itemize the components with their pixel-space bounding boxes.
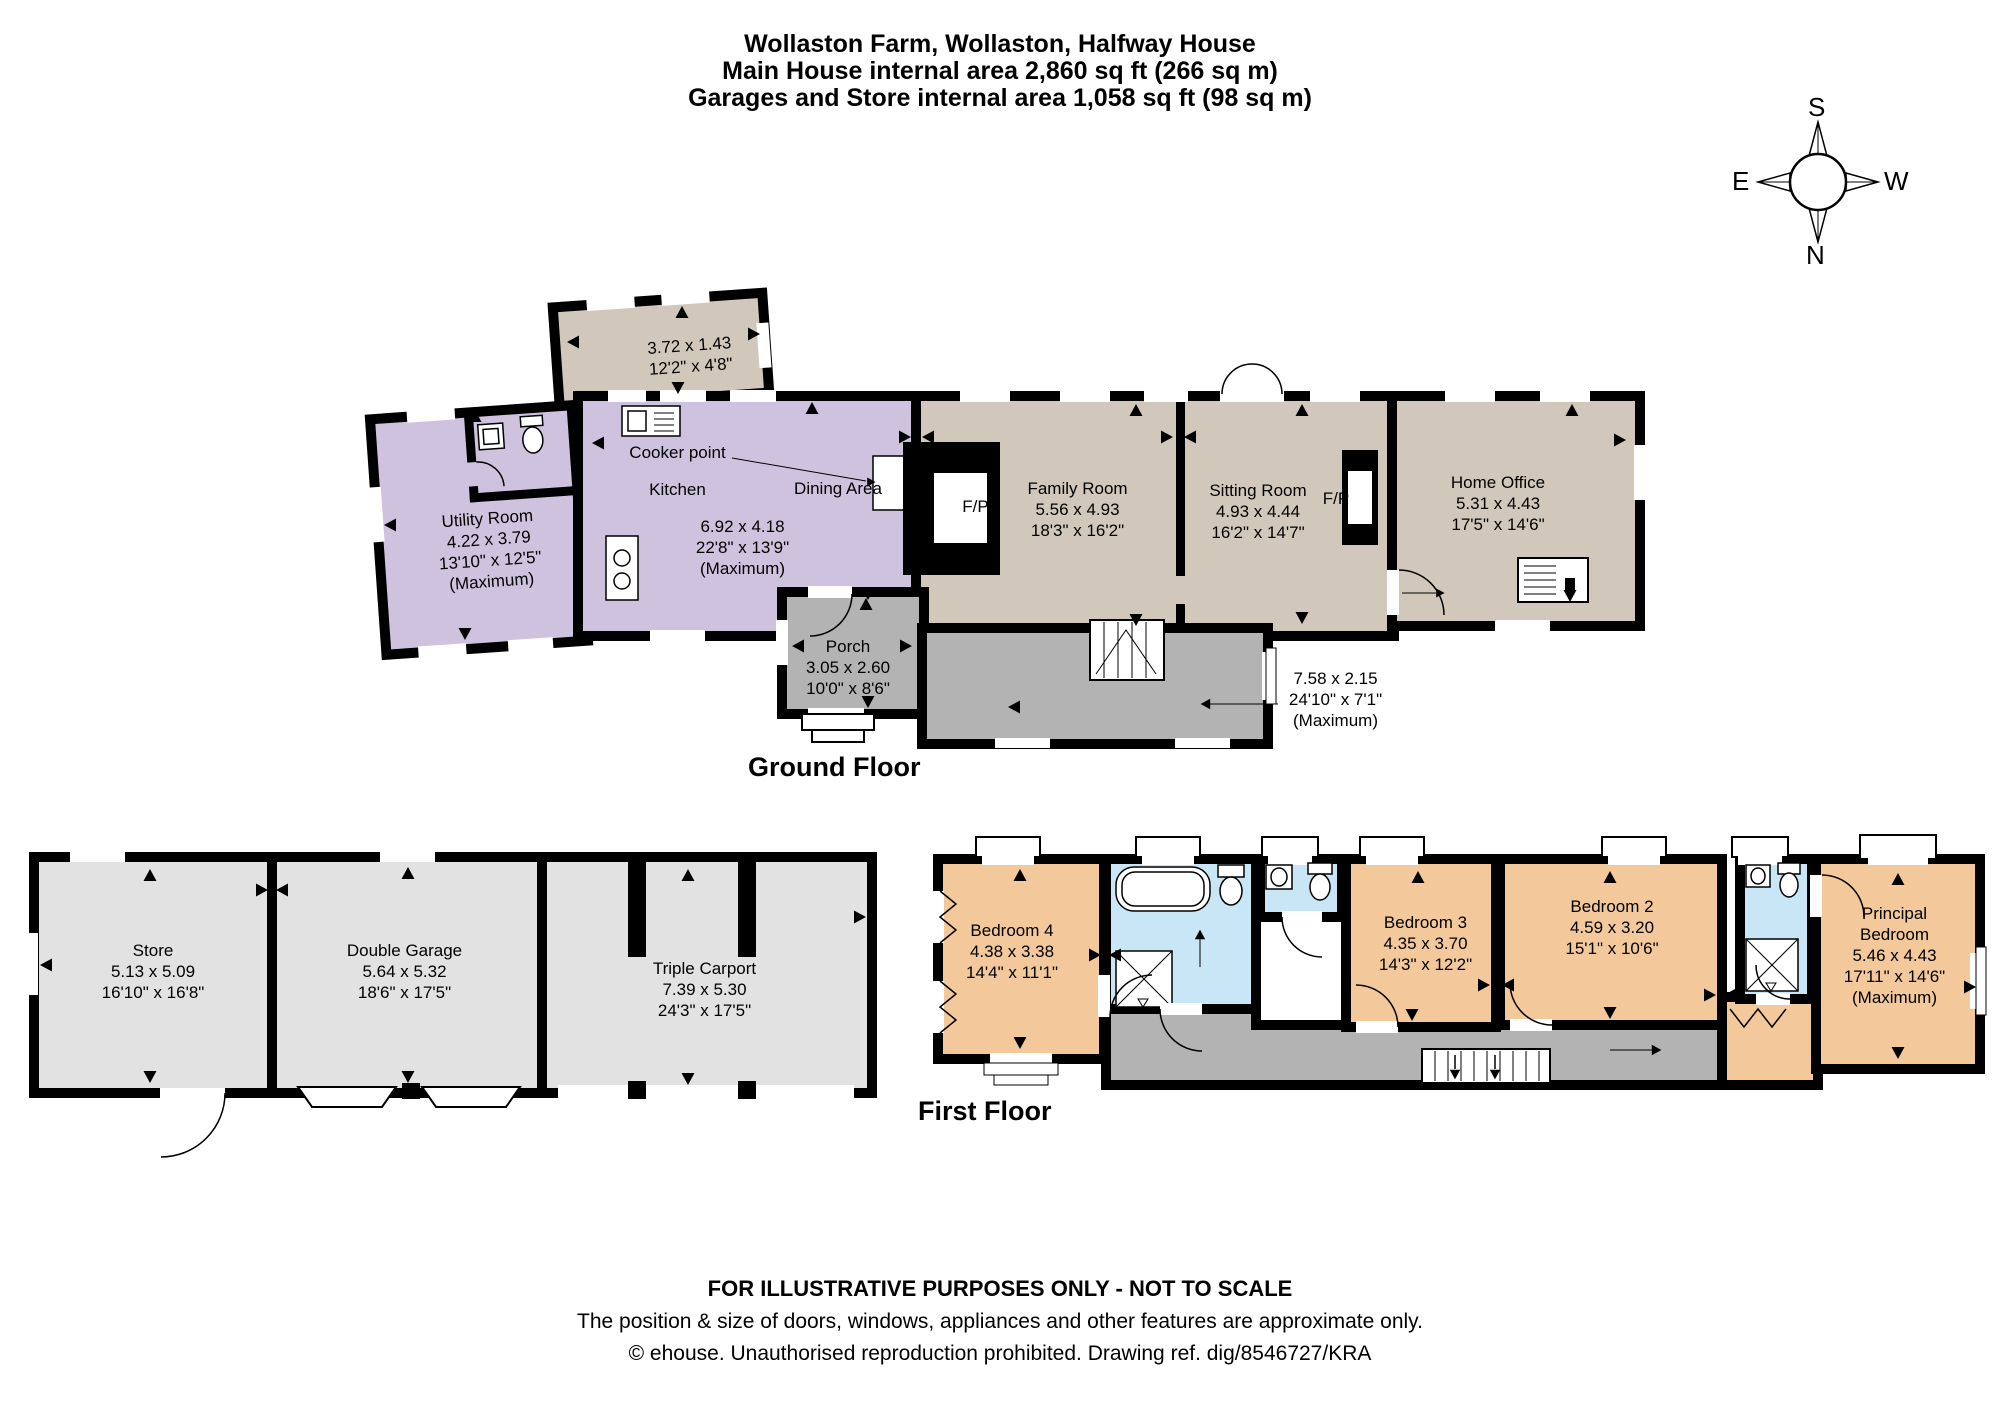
garage-name: Double Garage (346, 941, 463, 960)
kitchen-label: Kitchen (610, 479, 745, 500)
bed4-dims-ft: 14'4" x 11'1" (966, 963, 1058, 982)
home-office-room (1387, 390, 1646, 632)
bed2-dims-m: 4.59 x 3.20 (1569, 918, 1655, 937)
store-dims-m: 5.13 x 5.09 (110, 962, 196, 981)
carport-dims-m: 7.39 x 5.30 (662, 980, 747, 999)
family-dims-ft: 18'3" x 16'2" (1030, 521, 1125, 540)
store-dims-ft: 16'10" x 16'8" (101, 983, 205, 1002)
cooker-point-text: Cooker point (629, 443, 726, 462)
porch-label: Porch 3.05 x 2.60 10'0" x 8'6" (778, 636, 918, 699)
office-dims-ft: 17'5" x 14'6" (1451, 515, 1545, 534)
compass-south: S (1808, 92, 1826, 122)
dining-label: Dining Area (768, 478, 908, 499)
outbuilding-openings (26, 852, 522, 1158)
footer-approximation-note: The position & size of doors, windows, a… (577, 1310, 1423, 1333)
footer-disclaimer: FOR ILLUSTRATIVE PURPOSES ONLY - NOT TO … (707, 1276, 1293, 1301)
kitchen-dims-m: 6.92 x 4.18 (700, 517, 785, 536)
porch-dims-m: 3.05 x 2.60 (805, 658, 891, 677)
hall-dims-ft: 24'10" x 7'1" (1288, 690, 1383, 709)
carport-dims-ft: 24'3" x 17'5" (657, 1001, 752, 1020)
title-main-area: Main House internal area 2,860 sq ft (26… (722, 57, 1278, 85)
kitchen-dims-label: 6.92 x 4.18 22'8" x 13'9" (Maximum) (650, 516, 835, 579)
first-floor-doors (1098, 874, 1865, 1052)
utility-label: Utility Room 4.22 x 3.79 13'10" x 12'5" … (389, 501, 589, 598)
kitchen-note: (Maximum) (700, 559, 785, 578)
footer-copyright: © ehouse. Unauthorised reproduction proh… (628, 1342, 1372, 1365)
store-label: Store 5.13 x 5.09 16'10" x 16'8" (58, 940, 248, 1003)
compass-graphic (1755, 119, 1881, 245)
first-floor-windows (932, 834, 1987, 1086)
principal-name-2: Bedroom (1860, 925, 1929, 944)
family-name: Family Room (1027, 479, 1128, 498)
hall-dims-label: 7.58 x 2.15 24'10" x 7'1" (Maximum) (1248, 668, 1423, 731)
title-garage-area: Garages and Store internal area 1,058 sq… (688, 84, 1312, 112)
garage-dims-m: 5.64 x 5.32 (362, 962, 447, 981)
fp-text-2: F/P (1322, 489, 1350, 508)
kitchen-dims-ft: 22'8" x 13'9" (695, 538, 790, 557)
bed4-name: Bedroom 4 (970, 921, 1054, 940)
first-floor-title: First Floor (918, 1096, 1052, 1126)
outbuildings-plan (26, 852, 877, 1158)
bed2-dims-ft: 15'1" x 10'6" (1565, 939, 1659, 958)
compass-west: W (1884, 166, 1909, 196)
principal-name-1: Principal (1861, 904, 1928, 923)
fireplace-label-family: F/P (948, 496, 1003, 517)
bed2-name: Bedroom 2 (1570, 897, 1654, 916)
store-name: Store (132, 941, 174, 960)
first-floor-plan (932, 834, 1987, 1090)
hallway (917, 619, 1278, 749)
fireplace-label-sitting: F/P (1312, 488, 1360, 509)
sitting-dims-m: 4.93 x 4.44 (1215, 502, 1301, 521)
family-dims-m: 5.56 x 4.93 (1035, 500, 1120, 519)
dining-name: Dining Area (794, 479, 882, 498)
garage-label: Double Garage 5.64 x 5.32 18'6" x 17'5" (292, 940, 517, 1003)
compass-east: E (1732, 166, 1750, 196)
ground-floor-plan (364, 287, 1646, 749)
garage-dims-ft: 18'6" x 17'5" (357, 983, 452, 1002)
carport-label: Triple Carport 7.39 x 5.30 24'3" x 17'5" (592, 958, 817, 1021)
sitting-dims-ft: 16'2" x 14'7" (1211, 523, 1305, 542)
kitchen-name: Kitchen (649, 480, 706, 499)
outbuilding-rooms (29, 852, 877, 1101)
porch-name: Porch (825, 637, 871, 656)
carport-name: Triple Carport (652, 959, 757, 978)
principal-dims-ft: 17'11" x 14'6" (1843, 967, 1946, 986)
hall-dims-m: 7.58 x 2.15 (1293, 669, 1378, 688)
porch-dims-ft: 10'0" x 8'6" (806, 679, 890, 698)
office-label: Home Office 5.31 x 4.43 17'5" x 14'6" (1408, 472, 1588, 535)
bed4-dims-m: 4.38 x 3.38 (969, 942, 1055, 961)
bed3-dims-ft: 14'3" x 12'2" (1378, 955, 1473, 974)
compass-rose (1755, 119, 1881, 245)
principal-dims-m: 5.46 x 4.43 (1852, 946, 1937, 965)
principal-note: (Maximum) (1852, 988, 1937, 1007)
office-name: Home Office (1450, 473, 1546, 492)
bed3-name: Bedroom 3 (1383, 913, 1468, 932)
compass-north: N (1806, 240, 1825, 270)
bed3-label: Bedroom 3 4.35 x 3.70 14'3" x 12'2" (1338, 912, 1513, 975)
family-sitting-room (903, 363, 1399, 667)
principal-label: Principal Bedroom 5.46 x 4.43 17'11" x 1… (1802, 903, 1987, 1008)
cooker-point-label: Cooker point (610, 442, 745, 463)
fp-text-1: F/P (962, 497, 989, 516)
hall-note: (Maximum) (1293, 711, 1378, 730)
sitting-name: Sitting Room (1209, 481, 1307, 500)
first-floor-fixtures (1115, 862, 1801, 1084)
bed2-label: Bedroom 2 4.59 x 3.20 15'1" x 10'6" (1522, 896, 1702, 959)
family-label: Family Room 5.56 x 4.93 18'3" x 16'2" (985, 478, 1170, 541)
ground-floor-title: Ground Floor (748, 752, 921, 782)
office-dims-m: 5.31 x 4.43 (1455, 494, 1541, 513)
title-address: Wollaston Farm, Wollaston, Halfway House (744, 30, 1256, 58)
bed4-label: Bedroom 4 4.38 x 3.38 14'4" x 11'1" (922, 920, 1102, 983)
sitting-label: Sitting Room 4.93 x 4.44 16'2" x 14'7" (1168, 480, 1348, 543)
page-title: Wollaston Farm, Wollaston, Halfway House… (0, 31, 2000, 112)
bed3-dims-m: 4.35 x 3.70 (1383, 934, 1468, 953)
